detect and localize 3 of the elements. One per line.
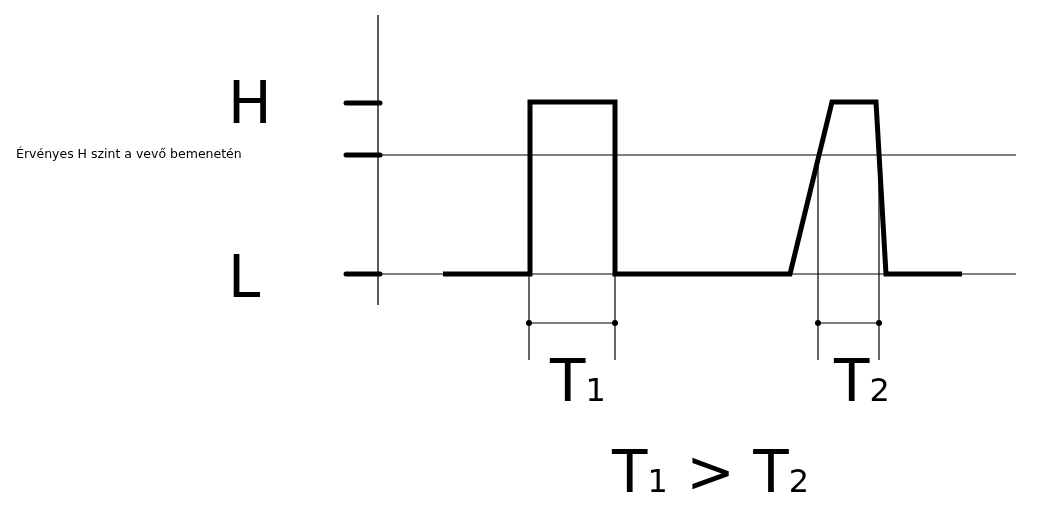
- level-label: H: [228, 74, 272, 132]
- level-label: L: [228, 248, 261, 306]
- threshold-label: Érvényes H szint a vevő bemenetén: [16, 148, 242, 161]
